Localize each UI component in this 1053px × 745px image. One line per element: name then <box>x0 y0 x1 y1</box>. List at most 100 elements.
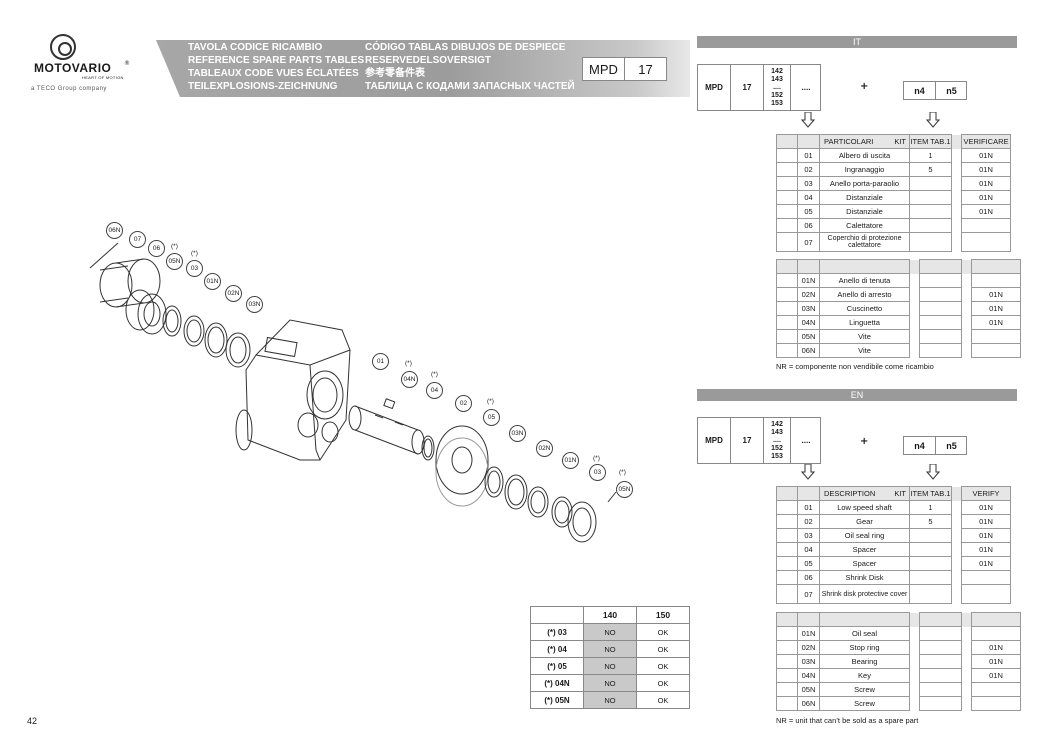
arrow-down-icon <box>801 464 815 480</box>
callout-03: 03 <box>186 260 203 277</box>
header-titles-left: TAVOLA CODICE RICAMBIO REFERENCE SPARE P… <box>188 41 364 93</box>
callout-05N: 05N <box>616 481 633 498</box>
header-titles-right: CÓDIGO TABLAS DIBUJOS DE DESPIECE RESERV… <box>365 41 575 93</box>
brand-registered: ® <box>124 60 130 67</box>
title-fr: TABLEAUX CODE VUES ÉCLATÉES <box>188 68 359 79</box>
callout-06: 06 <box>148 240 165 257</box>
exploded-drawing <box>89 242 617 543</box>
callout-05: 05 <box>483 409 500 426</box>
formula-it: MPD 17 142 143 .... 152 153 .... + n4 n5 <box>697 64 1017 124</box>
compat-col-140: 140 <box>583 606 637 624</box>
brand-tagline: HEART OF MOTION <box>82 75 124 80</box>
code-box: MPD 17 <box>582 57 667 81</box>
title-it: TAVOLA CODICE RICAMBIO <box>188 42 323 53</box>
title-en: REFERENCE SPARE PARTS TABLES <box>188 55 365 66</box>
shrink-cover-lines <box>99 258 145 308</box>
callout-01N: 01N <box>204 273 221 290</box>
logo-mark-icon <box>50 34 76 60</box>
callout-01N: 01N <box>562 452 579 469</box>
callout-star: (*) <box>431 371 438 378</box>
callout-03: 03 <box>589 464 606 481</box>
formula-en: MPD 17 142 143 .... 152 153 .... + n4 n5 <box>697 417 1017 477</box>
it-note: NR = componente non vendibile come ricam… <box>776 362 934 371</box>
leader-line <box>89 242 119 269</box>
shaft-shape <box>354 405 419 455</box>
callout-03N: 03N <box>509 425 526 442</box>
callout-star: (*) <box>171 243 178 250</box>
brand-name: MOTOVARIO <box>34 61 112 75</box>
callout-star: (*) <box>487 398 494 405</box>
callout-01: 01 <box>372 353 389 370</box>
title-es: CÓDIGO TABLAS DIBUJOS DE DESPIECE <box>365 42 566 53</box>
page-number: 42 <box>27 716 38 726</box>
en-note: NR = unit that can’t be sold as a spare … <box>776 716 919 725</box>
callout-07: 07 <box>129 231 146 248</box>
section-bar-en: EN <box>697 389 1017 401</box>
title-zh: 参考零备件表 <box>365 68 425 79</box>
code-label: MPD <box>589 61 618 77</box>
callout-04N: 04N <box>401 371 418 388</box>
callout-02N: 02N <box>225 285 242 302</box>
size-label: 17 <box>624 58 666 80</box>
key-shape <box>383 398 396 410</box>
callout-star: (*) <box>593 455 600 462</box>
callout-02N: 02N <box>536 440 553 457</box>
title-da: RESERVEDELSOVERSIGT <box>365 55 491 66</box>
callout-02: 02 <box>455 395 472 412</box>
callout-06N: 06N <box>106 222 123 239</box>
compat-col-150: 150 <box>636 606 690 624</box>
title-ru: ТАБЛИЦА С КОДАМИ ЗАПАСНЫХ ЧАСТЕЙ <box>365 81 575 92</box>
callout-04: 04 <box>426 382 443 399</box>
arrow-down-icon <box>926 464 940 480</box>
arrow-down-icon <box>801 112 815 128</box>
title-de: TEILEXPLOSIONS-ZEICHNUNG <box>188 81 338 92</box>
group-label: a TECO Group company <box>31 86 107 92</box>
callout-star: (*) <box>619 469 626 476</box>
callout-star: (*) <box>405 360 412 367</box>
callout-star: (*) <box>191 250 198 257</box>
section-bar-it: IT <box>697 36 1017 48</box>
gearbox-housing <box>245 319 351 461</box>
arrow-down-icon <box>926 112 940 128</box>
callout-03N: 03N <box>246 296 263 313</box>
gear-shape <box>435 425 489 495</box>
callout-05N: 05N <box>166 253 183 270</box>
screw-shape <box>607 491 617 503</box>
